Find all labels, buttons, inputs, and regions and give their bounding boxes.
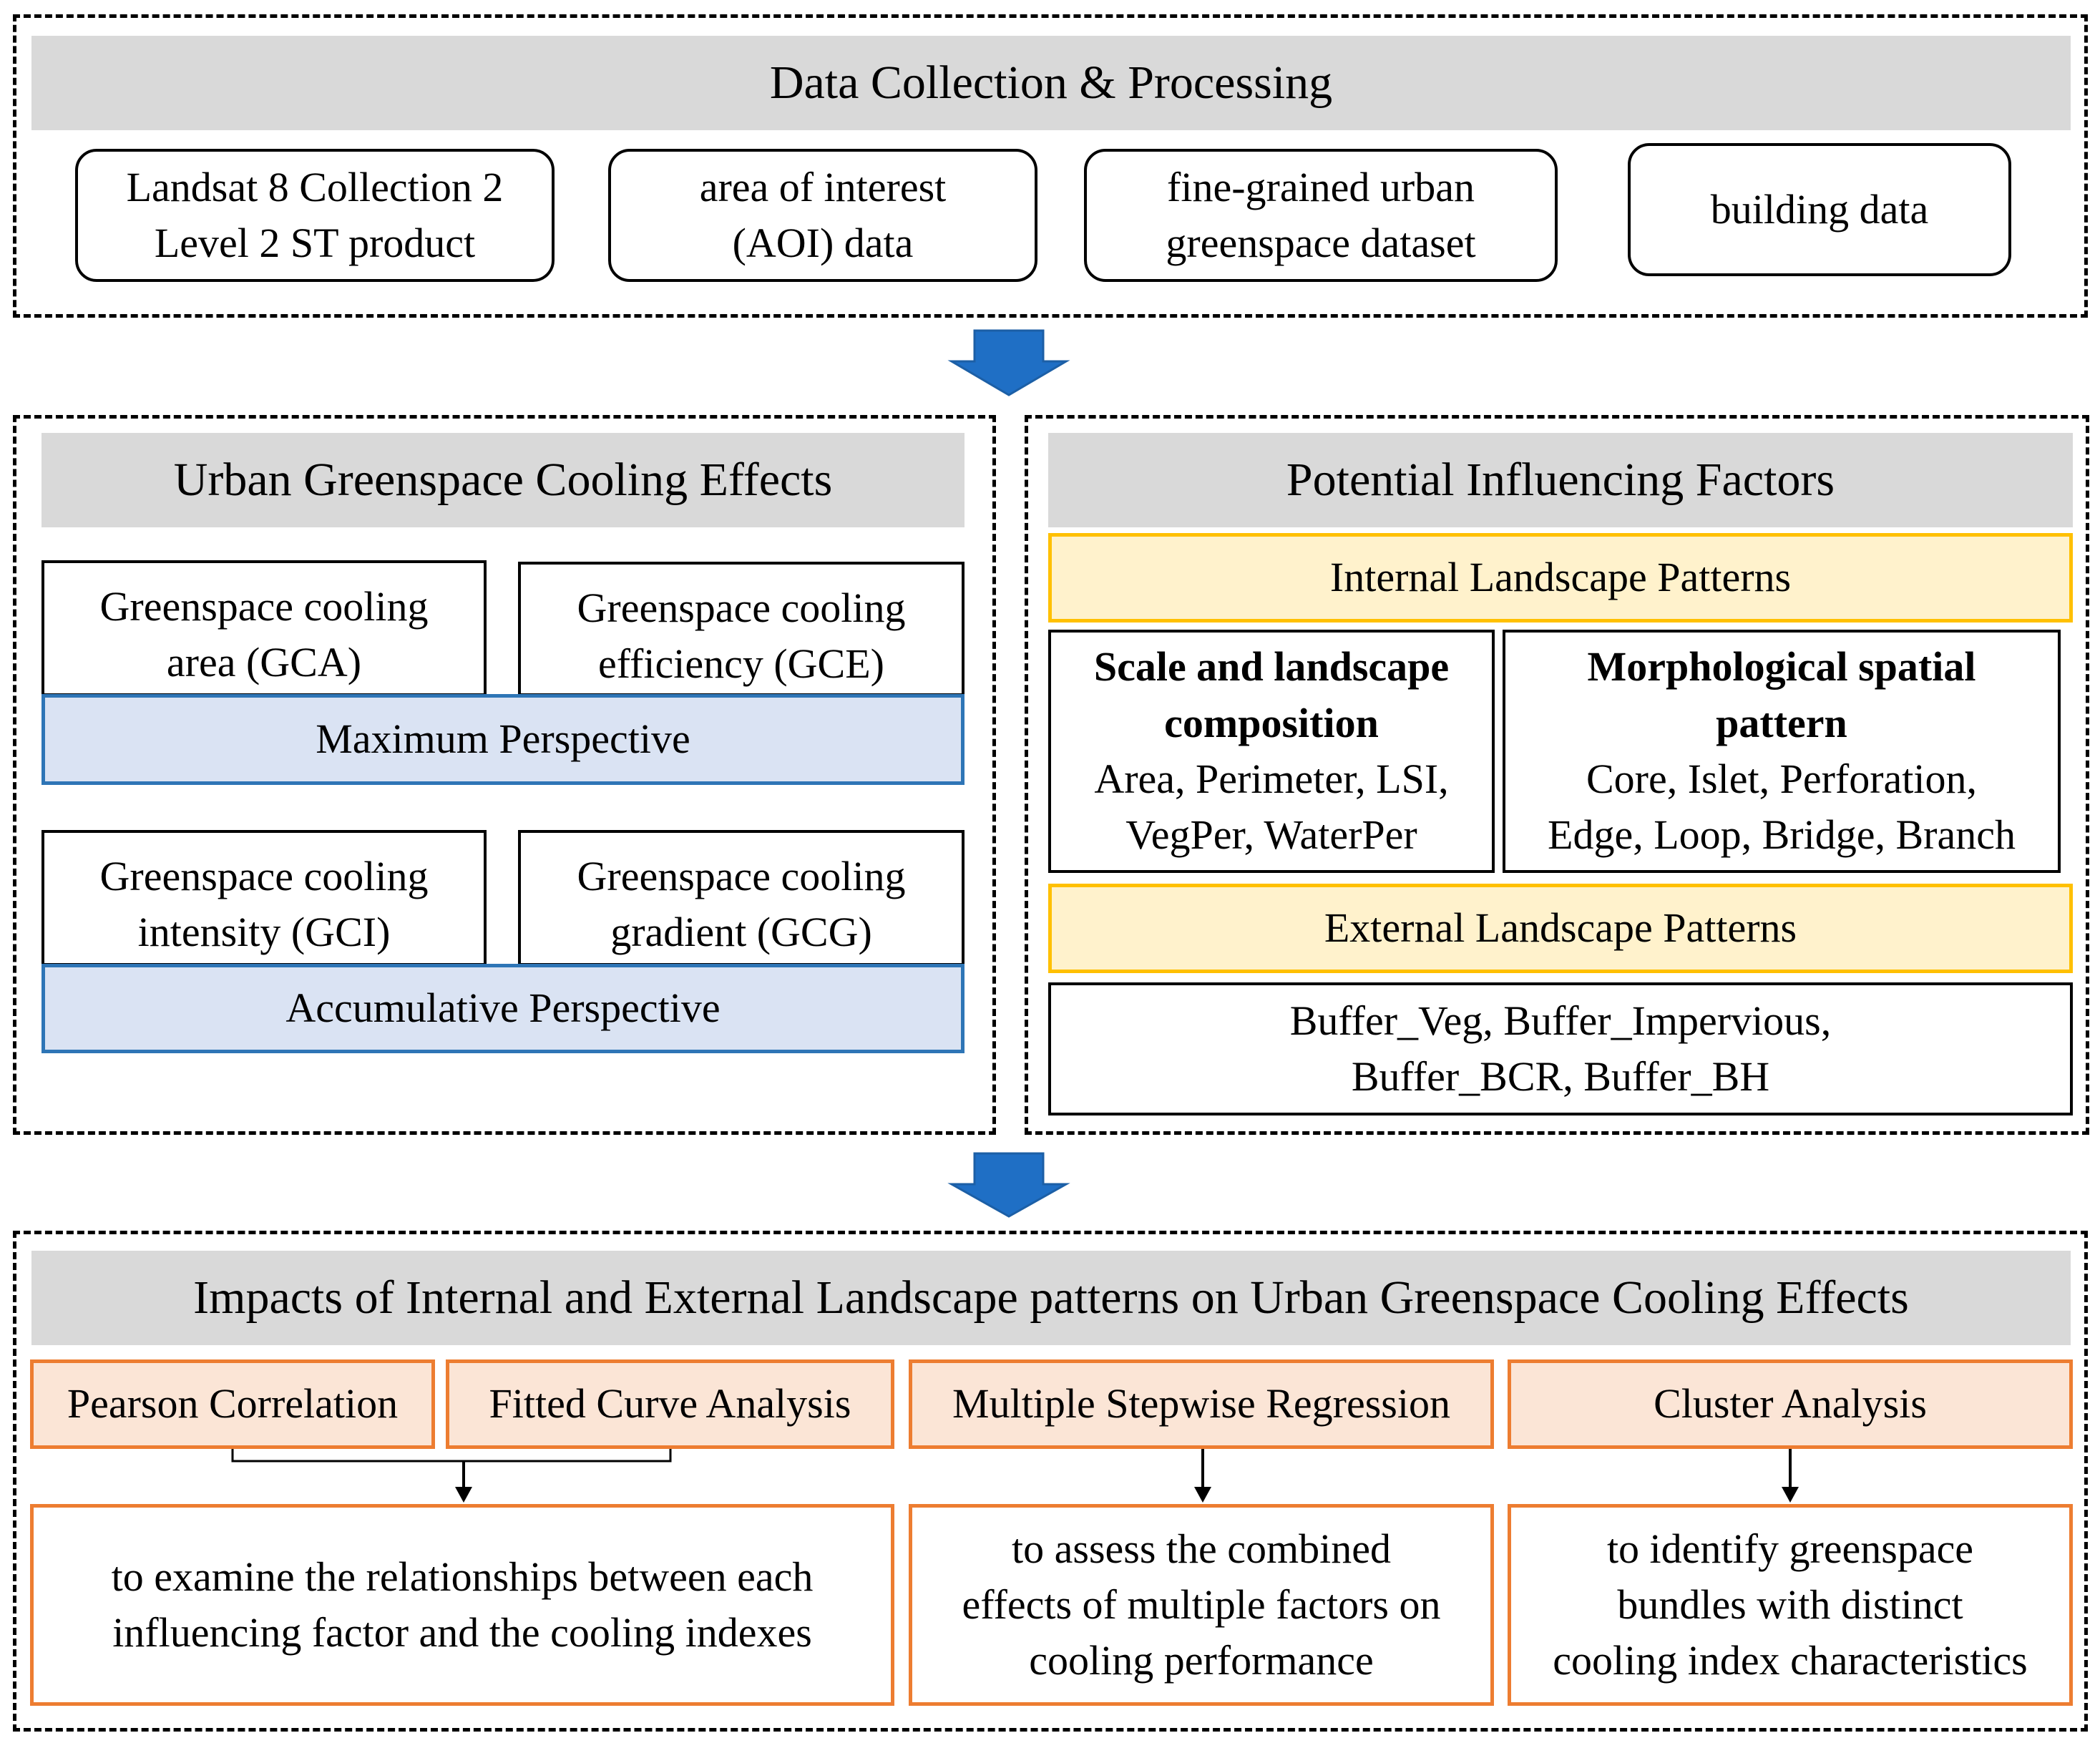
gca-box: Greenspace cooling area (GCA) [41, 560, 487, 696]
gce-line2: efficiency (GCE) [598, 640, 884, 688]
scale-composition-box: Scale and landscape composition Area, Pe… [1048, 630, 1495, 873]
data-collection-section [13, 14, 2088, 318]
purpose2-line1: to assess the combined [1012, 1525, 1391, 1572]
gcg-line1: Greenspace cooling [577, 853, 906, 899]
aoi-line2: (AOI) data [732, 220, 914, 266]
maximum-perspective-bar: Maximum Perspective [41, 694, 964, 785]
morphological-pattern-box: Morphological spatial pattern Core, Isle… [1503, 630, 2061, 873]
down-arrow-icon-2 [947, 1152, 1070, 1218]
greenspace-dataset-line1: fine-grained urban [1167, 163, 1475, 210]
morph-line1: Core, Islet, Perforation, [1586, 756, 1977, 802]
purpose1-line1: to examine the relationships between eac… [111, 1553, 814, 1600]
impacts-section [13, 1231, 2088, 1732]
scale-line2: VegPer, WaterPer [1125, 811, 1417, 859]
gcg-box: Greenspace cooling gradient (GCG) [518, 830, 964, 966]
gcg-line2: gradient (GCG) [610, 909, 872, 956]
data-collection-title: Data Collection & Processing [31, 36, 2071, 130]
building-data-box: building data [1628, 143, 2011, 276]
purpose1-line2: influencing factor and the cooling index… [112, 1609, 812, 1656]
greenspace-dataset-box: fine-grained urban greenspace dataset [1084, 149, 1558, 282]
external-patterns-bar: External Landscape Patterns [1048, 884, 2073, 973]
combined-effects-purpose-box: to assess the combined effects of multip… [909, 1504, 1494, 1706]
buffer-factors-box: Buffer_Veg, Buffer_Impervious, Buffer_BC… [1048, 982, 2073, 1115]
buffer-line2: Buffer_BCR, Buffer_BH [1351, 1053, 1770, 1100]
cooling-effects-title: Urban Greenspace Cooling Effects [41, 433, 964, 527]
morph-title-line1: Morphological spatial [1587, 643, 1976, 690]
stepwise-regression-box: Multiple Stepwise Regression [909, 1359, 1494, 1449]
cluster-analysis-box: Cluster Analysis [1508, 1359, 2073, 1449]
building-data-line1: building data [1710, 185, 1929, 233]
aoi-line1: area of interest [699, 163, 947, 210]
gci-line1: Greenspace cooling [99, 853, 429, 899]
relationships-purpose-box: to examine the relationships between eac… [30, 1504, 894, 1706]
impacts-title: Impacts of Internal and External Landsca… [31, 1251, 2071, 1345]
buffer-line1: Buffer_Veg, Buffer_Impervious, [1289, 997, 1832, 1044]
gci-line2: intensity (GCI) [137, 909, 391, 956]
greenspace-dataset-line2: greenspace dataset [1166, 220, 1476, 266]
gca-line2: area (GCA) [166, 639, 362, 686]
internal-patterns-bar: Internal Landscape Patterns [1048, 533, 2073, 622]
gca-line1: Greenspace cooling [99, 583, 429, 630]
purpose2-line2: effects of multiple factors on [962, 1581, 1441, 1628]
influencing-factors-section [1025, 415, 2089, 1135]
bundles-purpose-box: to identify greenspace bundles with dist… [1508, 1504, 2073, 1706]
aoi-box: area of interest (AOI) data [608, 149, 1037, 282]
landsat-line2: Level 2 ST product [154, 220, 476, 266]
purpose3-line2: bundles with distinct [1617, 1581, 1963, 1628]
scale-title-line2: composition [1164, 699, 1379, 746]
purpose3-line1: to identify greenspace [1606, 1525, 1974, 1572]
gci-box: Greenspace cooling intensity (GCI) [41, 830, 487, 966]
morph-line2: Edge, Loop, Bridge, Branch [1548, 811, 2016, 859]
down-arrow-icon-1 [947, 329, 1070, 396]
influencing-factors-title: Potential Influencing Factors [1048, 433, 2073, 527]
gce-line1: Greenspace cooling [577, 585, 906, 631]
cooling-effects-section [13, 415, 996, 1135]
landsat-line1: Landsat 8 Collection 2 [126, 163, 504, 210]
purpose2-line3: cooling performance [1029, 1637, 1374, 1684]
landsat-box: Landsat 8 Collection 2 Level 2 ST produc… [75, 149, 555, 282]
fitted-curve-box: Fitted Curve Analysis [446, 1359, 894, 1449]
pearson-correlation-box: Pearson Correlation [30, 1359, 435, 1449]
morph-title-line2: pattern [1716, 699, 1847, 746]
scale-title-line1: Scale and landscape [1093, 643, 1450, 690]
scale-line1: Area, Perimeter, LSI, [1094, 756, 1449, 802]
accumulative-perspective-bar: Accumulative Perspective [41, 964, 964, 1053]
gce-box: Greenspace cooling efficiency (GCE) [518, 562, 964, 696]
purpose3-line3: cooling index characteristics [1553, 1637, 2028, 1684]
